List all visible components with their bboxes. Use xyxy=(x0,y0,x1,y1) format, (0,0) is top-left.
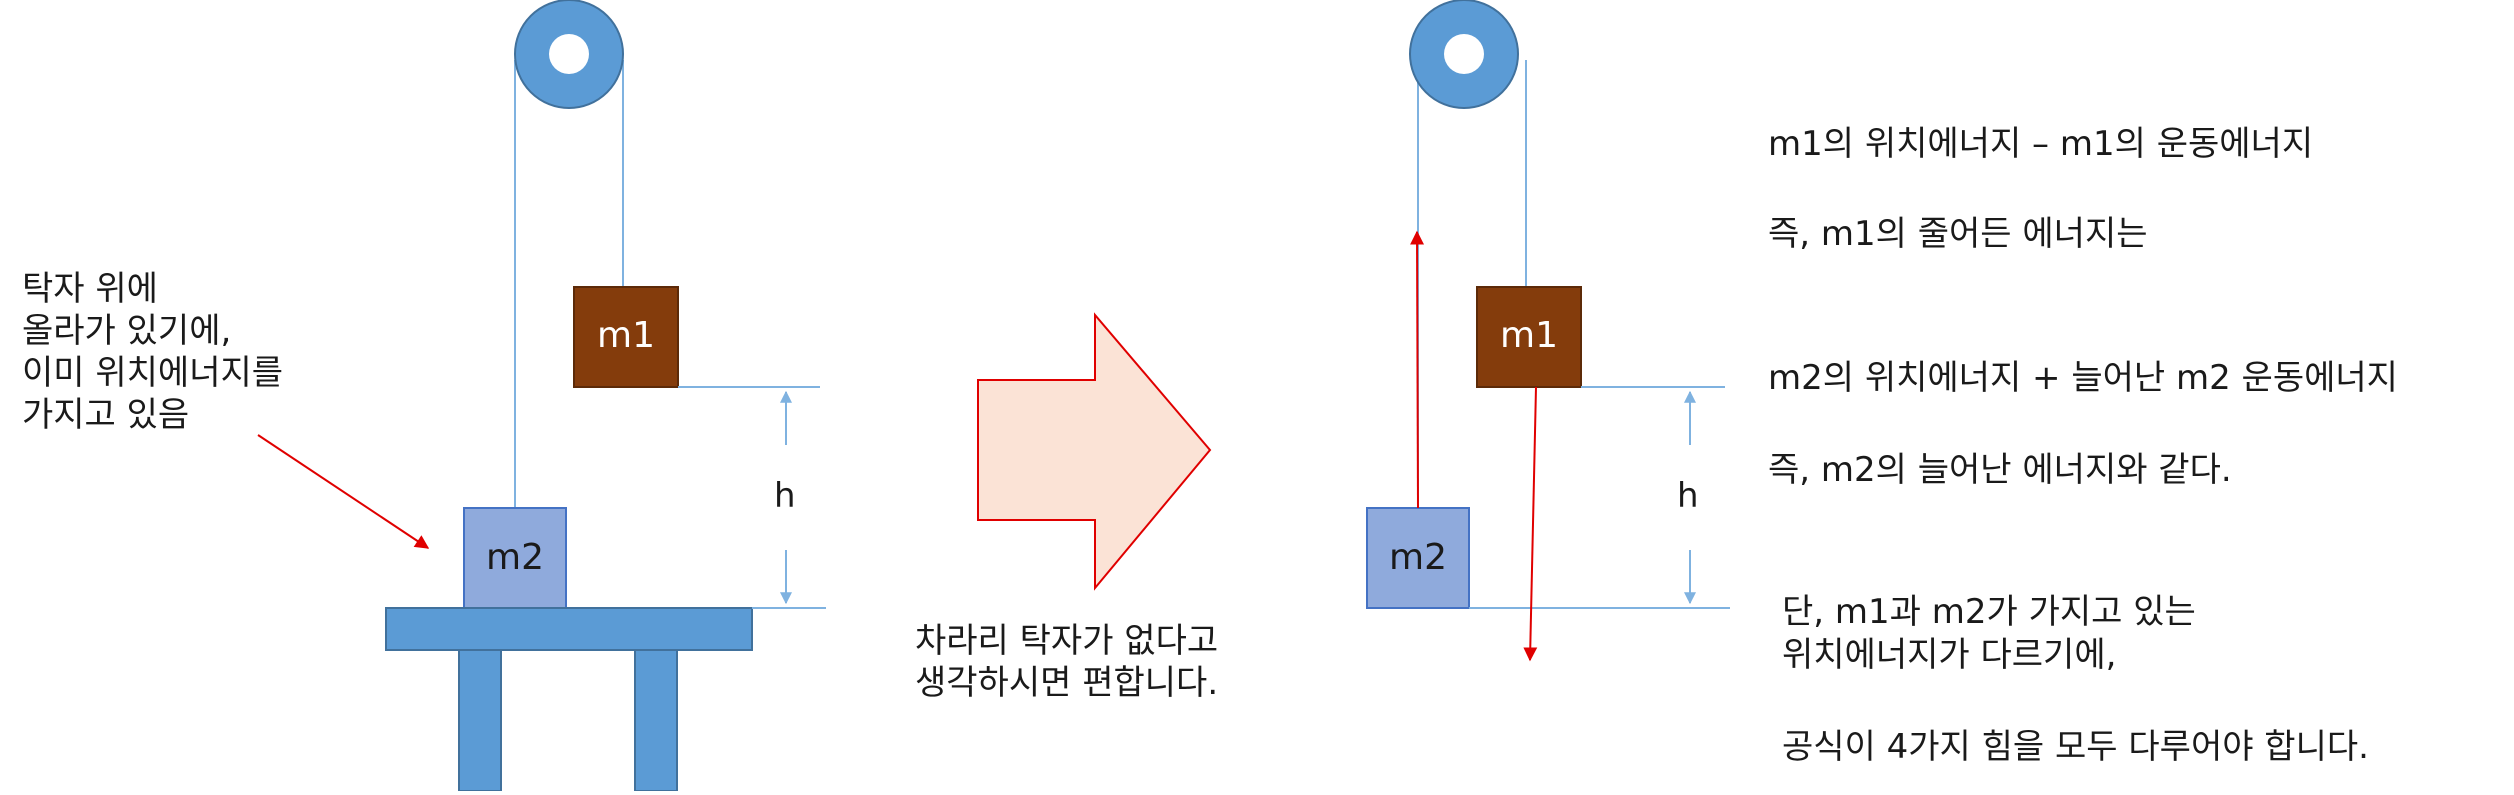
right-m1-label: m1 xyxy=(1500,315,1558,356)
transition-arrow xyxy=(977,312,1212,591)
right-m2-label: m2 xyxy=(1389,537,1447,578)
note-pointer-arrow xyxy=(257,434,430,549)
right-pulley-hub xyxy=(1444,34,1484,74)
right-h-label: h xyxy=(1677,476,1699,516)
table-leg-left xyxy=(458,649,502,792)
m2-rise-arrow xyxy=(1410,230,1425,509)
left-pulley-hub xyxy=(549,34,589,74)
table-top xyxy=(385,607,753,651)
left-m2-box xyxy=(463,507,567,609)
table-note-line-3: 이미 위치에너지를 xyxy=(22,353,284,393)
right-m1-box xyxy=(1476,286,1582,388)
table-note: 탁자 위에 올라가 있기에, 이미 위치에너지를 가지고 있음 xyxy=(22,268,283,436)
left-m1-label: m1 xyxy=(597,315,655,356)
m1-fall-arrow xyxy=(1523,386,1538,662)
explanation-line-4: 즉, m2의 늘어난 에너지와 같다. xyxy=(1768,450,2232,490)
right-m2-box xyxy=(1366,507,1470,609)
right-pulley-system xyxy=(1366,0,1730,662)
middle-caption-line-1: 차라리 탁자가 없다고 xyxy=(915,621,1219,661)
explanation-line-2: 즉, m1의 줄어든 에너지는 xyxy=(1768,214,2148,254)
explanation-line-7: 공식이 4가지 힘을 모두 다루어야 합니다. xyxy=(1782,727,2369,767)
table-note-line-1: 탁자 위에 xyxy=(22,269,158,309)
table xyxy=(385,607,753,792)
table-note-line-4: 가지고 있음 xyxy=(22,395,190,435)
explanation-line-1: m1의 위치에너지 – m1의 운동에너지 xyxy=(1768,124,2314,164)
explanation-line-6: 위치에너지가 다르기에, xyxy=(1782,635,2117,675)
table-note-line-2: 올라가 있기에, xyxy=(22,311,232,351)
explanation-line-5: 단, m1과 m2가 가지고 있는 xyxy=(1782,592,2196,632)
middle-caption: 차라리 탁자가 없다고 생각하시면 편합니다. xyxy=(915,620,1218,704)
explanation-line-3: m2의 위치에너지 + 늘어난 m2 운동에너지 xyxy=(1768,358,2398,398)
left-m2-label: m2 xyxy=(486,537,544,578)
left-m1-box xyxy=(573,286,679,388)
left-h-label: h xyxy=(774,476,796,516)
left-pulley-system xyxy=(257,0,826,792)
middle-caption-line-2: 생각하시면 편합니다. xyxy=(915,663,1219,703)
table-leg-right xyxy=(634,649,678,792)
